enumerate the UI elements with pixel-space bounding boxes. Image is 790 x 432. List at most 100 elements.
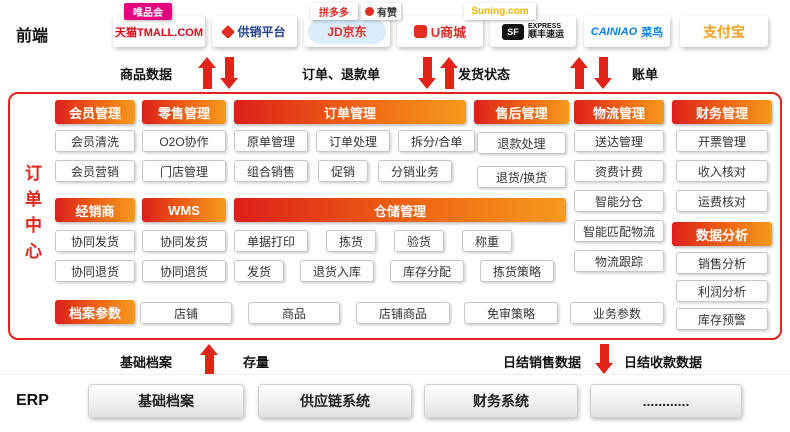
logo-suning: Suning.com bbox=[464, 3, 536, 20]
gongxiao-label: 供销平台 bbox=[237, 25, 286, 39]
item-smart-warehouse-split: 智能分仓 bbox=[574, 190, 664, 212]
item-doc-print: 单据打印 bbox=[234, 230, 309, 252]
item-return-inbound: 退货入库 bbox=[300, 260, 375, 282]
item-smart-logistics-match: 智能匹配物流 bbox=[574, 220, 664, 242]
item-refund-processing: 退款处理 bbox=[477, 132, 566, 154]
order-row-2: 组合销售 促销 分销业务 bbox=[234, 160, 466, 182]
sf-icon: SF bbox=[501, 23, 524, 40]
item-picking-strategy: 拣货策略 bbox=[480, 260, 555, 282]
shopping-bag-icon bbox=[413, 25, 427, 38]
flow-daily-receipts-label: 日结收款数据 bbox=[624, 355, 703, 370]
item-return-exchange: 退货/换货 bbox=[477, 166, 566, 188]
item-profit-analysis: 利润分析 bbox=[676, 280, 768, 302]
logo-jd: JD京东 bbox=[304, 16, 390, 47]
item-order-processing: 订单处理 bbox=[316, 130, 391, 152]
module-aftersale-header: 售后管理 bbox=[474, 100, 569, 124]
flow-order-refund-label: 订单、退款单 bbox=[302, 67, 381, 82]
logo-pinduoduo: 拼多多 bbox=[310, 3, 358, 20]
youzan-label: 有赞 bbox=[377, 8, 397, 19]
tmall-label: 天猫TMALL.COM bbox=[115, 26, 203, 39]
cainiao-cn-label: 菜鸟 bbox=[641, 26, 664, 39]
arrow-down-icon bbox=[220, 57, 238, 89]
flow-daily-sales-label: 日结销售数据 bbox=[503, 355, 582, 370]
item-wms-collab-ship: 协同发货 bbox=[142, 230, 226, 252]
item-promotion: 促销 bbox=[318, 160, 369, 182]
gongxiao-diamond-icon bbox=[221, 24, 236, 39]
sf-text: EXPRESS 顺丰速运 bbox=[528, 23, 564, 41]
arrow-up-icon bbox=[440, 57, 458, 89]
logo-youzan: 有赞 bbox=[361, 3, 401, 20]
item-member-marketing: 会员营销 bbox=[55, 160, 135, 182]
item-shop-product: 店铺商品 bbox=[356, 302, 450, 324]
logo-weipinhui: 唯品会 bbox=[124, 3, 172, 20]
cainiao-label: CAINIAO bbox=[590, 25, 638, 38]
order-center-title: 订单中心 bbox=[22, 164, 41, 268]
flow-product-data-label: 商品数据 bbox=[120, 67, 173, 82]
item-audit-free-strategy: 免审策略 bbox=[464, 302, 558, 324]
item-shop: 店铺 bbox=[140, 302, 232, 324]
item-picking: 拣货 bbox=[326, 230, 377, 252]
erp-system-supply-chain: 供应链系统 bbox=[258, 384, 412, 418]
arrow-up-icon bbox=[570, 57, 588, 89]
youzan-dot-icon bbox=[365, 7, 374, 16]
item-original-order: 原单管理 bbox=[234, 130, 309, 152]
item-logistics-tracking: 物流跟踪 bbox=[574, 250, 664, 272]
jd-label: JD京东 bbox=[327, 25, 367, 39]
item-distributor-collab-ship: 协同发货 bbox=[55, 230, 135, 252]
flow-ship-status-label: 发货状态 bbox=[458, 67, 511, 82]
module-analytics-header: 数据分析 bbox=[672, 222, 772, 246]
item-wms-collab-return: 协同退货 bbox=[142, 260, 226, 282]
logo-gongxiao: 供销平台 bbox=[212, 16, 297, 47]
item-freight-check: 运费核对 bbox=[676, 190, 768, 212]
module-warehouse-header: 仓储管理 bbox=[234, 198, 566, 222]
erp-divider bbox=[0, 374, 790, 375]
item-distributor-collab-return: 协同退货 bbox=[55, 260, 135, 282]
module-logistics-header: 物流管理 bbox=[574, 100, 664, 124]
item-income-check: 收入核对 bbox=[676, 160, 768, 182]
module-finance-header: 财务管理 bbox=[672, 100, 772, 124]
sf-express-label: EXPRESS bbox=[527, 22, 562, 30]
sf-cn-label: 顺丰速运 bbox=[527, 29, 564, 40]
item-o2o-collab: O2O协作 bbox=[142, 130, 226, 152]
item-business-params: 业务参数 bbox=[570, 302, 664, 324]
module-archive-header: 档案参数 bbox=[55, 300, 135, 324]
logo-umall: U商城 bbox=[397, 16, 483, 47]
module-wms-header: WMS bbox=[142, 198, 226, 222]
arrow-down-icon bbox=[595, 344, 613, 374]
order-row-1: 原单管理 订单处理 拆分/合单 bbox=[234, 130, 476, 152]
warehouse-row-2: 发货 退货入库 库存分配 拣货策略 bbox=[234, 260, 566, 282]
alipay-label: 支付宝 bbox=[703, 23, 745, 40]
jd-cloud-icon: JD京东 bbox=[308, 19, 386, 44]
flow-base-archive-label: 基础档案 bbox=[120, 355, 173, 370]
item-inventory-alert: 库存预警 bbox=[676, 308, 768, 330]
item-distribution-biz: 分销业务 bbox=[378, 160, 453, 182]
erp-system-other: ............ bbox=[590, 384, 742, 418]
item-sales-analysis: 销售分析 bbox=[676, 252, 768, 274]
item-invoice-mgmt: 开票管理 bbox=[676, 130, 768, 152]
logo-tmall: 天猫TMALL.COM bbox=[113, 16, 205, 47]
item-bundle-sale: 组合销售 bbox=[234, 160, 309, 182]
item-split-merge: 拆分/合单 bbox=[398, 130, 476, 152]
item-member-cleaning: 会员清洗 bbox=[55, 130, 135, 152]
arrow-down-icon bbox=[418, 57, 436, 89]
item-product: 商品 bbox=[248, 302, 340, 324]
item-delivery-mgmt: 送达管理 bbox=[574, 130, 664, 152]
logo-cainiao: CAINIAO 菜鸟 bbox=[584, 16, 670, 47]
module-order-header: 订单管理 bbox=[234, 100, 466, 124]
flow-stock-label: 存量 bbox=[243, 355, 270, 370]
module-member-header: 会员管理 bbox=[55, 100, 135, 124]
item-shipping: 发货 bbox=[234, 260, 285, 282]
item-fee-billing: 资费计费 bbox=[574, 160, 664, 182]
item-store-mgmt: 门店管理 bbox=[142, 160, 226, 182]
erp-system-base-archive: 基础档案 bbox=[88, 384, 244, 418]
arrow-up-icon bbox=[198, 57, 216, 89]
flow-bill-label: 账单 bbox=[632, 67, 659, 82]
umall-label: U商城 bbox=[430, 25, 467, 40]
item-inventory-allocation: 库存分配 bbox=[390, 260, 465, 282]
item-weighing: 称重 bbox=[462, 230, 513, 252]
erp-system-finance: 财务系统 bbox=[424, 384, 578, 418]
arrow-up-icon bbox=[200, 344, 218, 374]
item-inspection: 验货 bbox=[394, 230, 445, 252]
module-distributor-header: 经销商 bbox=[55, 198, 135, 222]
